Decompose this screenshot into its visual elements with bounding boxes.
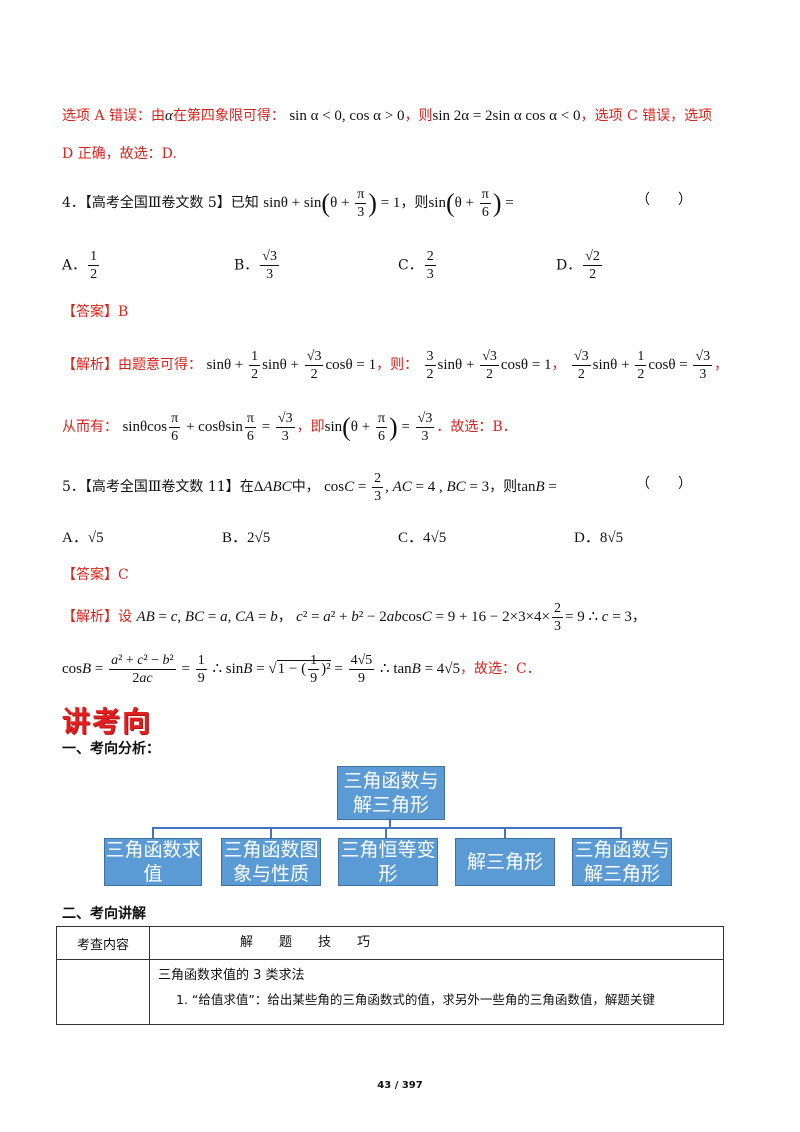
alpha-symbol: α [165,108,173,124]
q5-option-c: C．4√5 [398,528,446,548]
diagram-child-node: 解三角形 [455,838,555,886]
diagram-child-node: 三角函数与解三角形 [572,838,672,886]
analysis-text: 由题意可得： [118,356,202,373]
q5-bracket: （ ） [636,476,692,492]
diagram-root-node: 三角函数与解三角形 [337,766,445,820]
prev-solution-math1: sin α < 0, cos α > 0 [289,108,405,124]
diagram-connector [504,827,506,838]
option-value: 8√5 [599,530,624,546]
diagram-connector [152,827,154,838]
analysis-then: ，则： [376,356,419,373]
q5-number: 5． [62,478,85,495]
prev-solution-then: ，则 [404,108,433,124]
analysis-text: 设 [118,608,132,625]
analysis-label: 【解析】 [62,608,118,625]
analysis-label: 【解析】 [62,356,118,373]
diagram-child-node: 三角函数图象与性质 [221,838,321,886]
option-den: 3 [426,267,434,282]
diagram-child-node: 三角恒等变形 [338,838,438,886]
analysis-mid: ，即 [296,418,325,435]
q5-stem-prefix: 在 [239,478,254,495]
q5-option-a: A．√5 [62,528,104,548]
option-label: C． [398,257,423,274]
prev-solution-prefix: 选项 A 错误：由 [62,108,166,124]
table-cell-line: 三角函数求值的 3 类求法 [158,968,305,983]
option-value: 2√5 [247,530,271,546]
q4-then: ，则 [400,194,429,211]
diagram-connector [385,827,387,838]
q4-stem-prefix: 已知 [230,194,259,211]
table-row: 考查内容 解 题 技 巧 [56,926,724,960]
option-num: 2 [424,249,436,266]
table-cell-line: 1. “给值求值”：给出某些角的三角函数式的值，求另外一些角的三角函数值，解题关… [176,992,655,1007]
q5-stem-mid: 中， [291,478,320,495]
technique-table: 考查内容 解 题 技 巧 三角函数求值的 3 类求法 1. “给值求值”：给出某… [56,926,724,1025]
option-label: C． [398,530,424,546]
option-label: A． [62,530,88,546]
prev-solution-line1: 选项 A 错误：由α在第四象限可得： sin α < 0, cos α > 0，… [62,106,712,126]
q5-option-d: D．8√5 [574,528,623,548]
diagram-connector [620,827,622,838]
option-den: 2 [589,267,597,282]
diagram-connector [389,818,391,828]
prev-solution-line2: D 正确，故选：D. [62,146,177,162]
option-label: D． [574,530,600,546]
q5-then: ，则 [489,478,518,495]
analysis-prefix: 从而有： [62,418,118,435]
q5-option-b: B．2√5 [222,528,270,548]
analysis-suffix: 故选：C． [474,660,541,677]
page-number: 43 / 397 [377,1080,423,1091]
table-cell: 三角函数求值的 3 类求法 1. “给值求值”：给出某些角的三角函数式的值，求另… [149,959,724,1025]
q4-source: 【高考全国Ⅲ卷文数 5】 [84,194,231,211]
option-num: 1 [88,249,100,266]
option-value: 4√5 [423,530,447,546]
analysis-suffix: ．故选：B． [436,418,517,435]
table-header-cell: 考查内容 [56,926,150,960]
diagram-connector [152,827,622,829]
table-header-cell: 解 题 技 巧 [149,926,724,960]
option-den: 2 [90,267,98,282]
q5-triangle: ΔABC [253,478,292,495]
prev-solution-mid: 在第四象限可得： [172,108,285,124]
q5-answer: 【答案】C [62,567,129,583]
q4-answer: 【答案】B [62,304,129,320]
part1-title: 一、考向分析： [62,741,160,757]
part2-title: 二、考向讲解 [62,906,146,922]
diagram-child-node: 三角函数求值 [104,838,202,886]
option-label: B． [234,257,259,274]
option-label: B． [222,530,248,546]
option-label: A． [62,257,87,274]
q5-analysis-line1: 【解析】设 AB = c, BC = a, CA = b， c² = a² + … [62,601,646,634]
option-num: √2 [583,249,602,266]
q5-source: 【高考全国Ⅲ卷文数 11】 [84,478,240,495]
prev-solution-suffix: ，选项 C 错误，选项 [580,108,713,124]
section-title: 讲考向 [62,705,153,738]
table-row: 三角函数求值的 3 类求法 1. “给值求值”：给出某些角的三角函数式的值，求另… [56,959,724,1025]
option-den: 3 [266,267,274,282]
q4-number: 4． [62,194,85,211]
option-label: D． [556,257,582,274]
prev-solution-math2: sin 2α = 2sin α cos α < 0 [432,108,581,124]
option-num: √3 [260,249,279,266]
diagram-connector [270,827,272,838]
option-value: √5 [87,530,104,546]
q4-bracket: （ ） [636,192,692,208]
table-cell [56,959,150,1025]
